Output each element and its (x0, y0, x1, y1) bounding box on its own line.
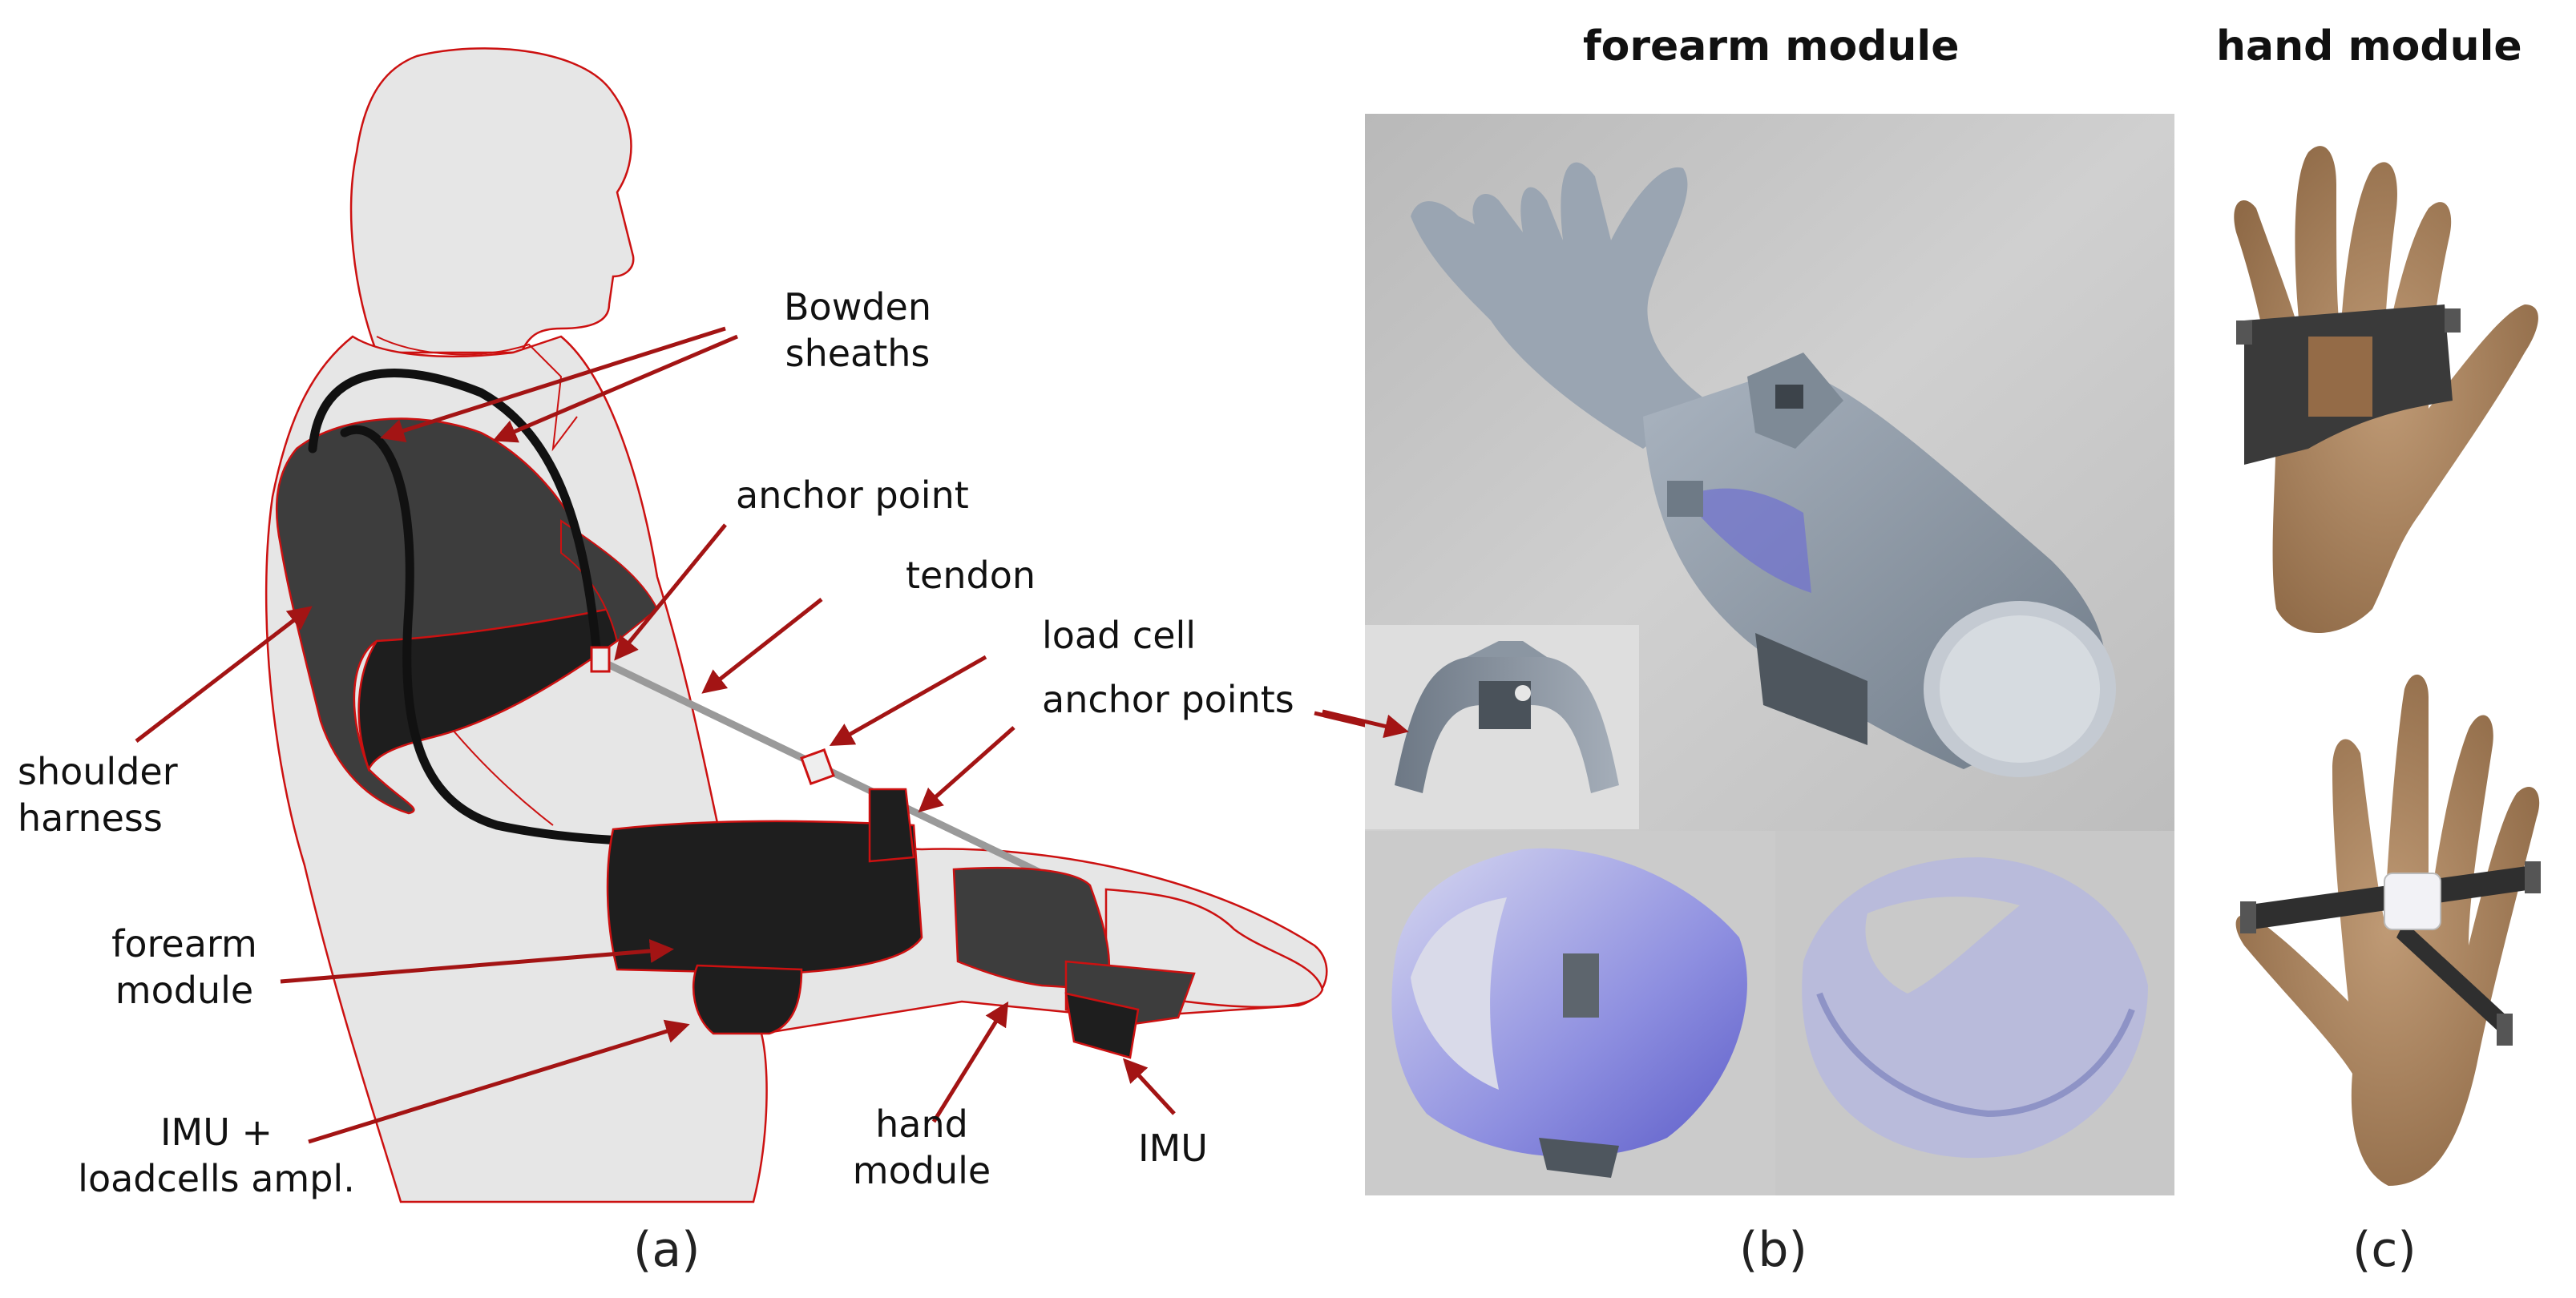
label-bowden-sheaths: Bowden sheaths (745, 284, 970, 377)
forearm-module-shape (606, 788, 923, 1035)
bowden-line-2: sheaths (785, 331, 931, 375)
anchor-point-marker (590, 646, 611, 673)
imu-amp-line-1: IMU + (159, 1111, 273, 1154)
anchor-points-arrow (1322, 709, 1409, 739)
label-anchor-points: anchor points (1042, 678, 1294, 721)
label-forearm-module: forearm module (88, 921, 281, 1014)
label-tendon: tendon (906, 554, 1036, 597)
label-anchor-point: anchor point (736, 474, 969, 517)
shell-render-right (1775, 831, 2174, 1195)
hand-module-shape (952, 866, 1196, 1059)
shoulder-line-1: shoulder (18, 750, 178, 793)
anchor-render-inset (1365, 625, 1639, 829)
bowden-line-1: Bowden (784, 285, 931, 329)
title-forearm-module: forearm module (1583, 22, 1960, 71)
load-cell-marker (800, 748, 835, 786)
label-imu-loadcells: IMU + loadcells ampl. (56, 1110, 377, 1202)
label-imu: IMU (1138, 1127, 1208, 1170)
forearm-line-1: forearm (111, 922, 257, 965)
title-hand-module: hand module (2216, 22, 2522, 71)
label-load-cell: load cell (1042, 614, 1197, 657)
annotation-arrows (135, 326, 1403, 1144)
hand-line-2: module (852, 1148, 991, 1192)
caption-c: (c) (2352, 1222, 2417, 1278)
shell-render-left (1365, 831, 1775, 1195)
imu-amp-line-2: loadcells ampl. (78, 1156, 355, 1200)
hand-render-top (2234, 146, 2538, 633)
label-hand-module: hand module (842, 1102, 1002, 1194)
hand-render-bottom (2235, 674, 2541, 1186)
caption-a: (a) (633, 1222, 701, 1278)
shoulder-line-2: harness (18, 796, 163, 840)
forearm-line-2: module (115, 968, 254, 1012)
hand-line-1: hand (875, 1102, 968, 1146)
label-shoulder-harness: shoulder harness (18, 749, 178, 841)
caption-b: (b) (1739, 1222, 1807, 1278)
